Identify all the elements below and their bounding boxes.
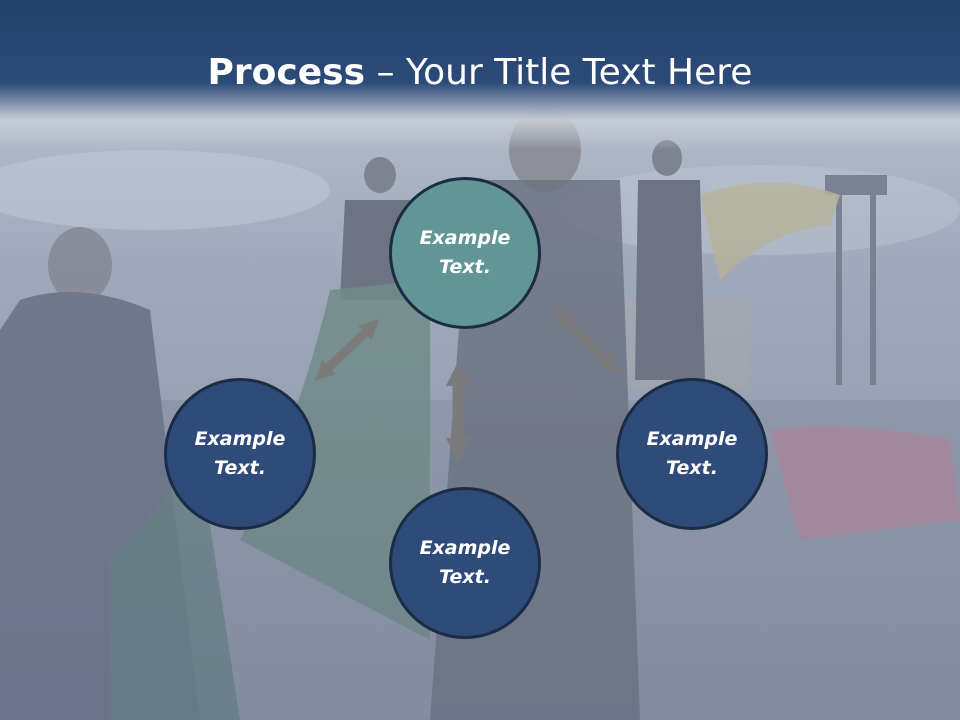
- node-left-line1: Example: [194, 428, 286, 450]
- node-right-line2: Text.: [666, 457, 718, 479]
- node-right-line1: Example: [646, 428, 738, 450]
- slide-title: Process – Your Title Text Here: [0, 52, 960, 93]
- title-rest: – Your Title Text Here: [365, 52, 753, 93]
- arrow-top-left: [314, 319, 380, 381]
- title-bold: Process: [207, 52, 366, 93]
- arrow-top-right: [552, 308, 620, 373]
- title-banner: [0, 0, 960, 150]
- node-bottom-line1: Example: [419, 537, 511, 559]
- node-left-line2: Text.: [214, 457, 266, 479]
- node-bottom-line2: Text.: [439, 566, 491, 588]
- node-top-line2: Text.: [439, 256, 491, 278]
- node-top-line1: Example: [419, 227, 511, 249]
